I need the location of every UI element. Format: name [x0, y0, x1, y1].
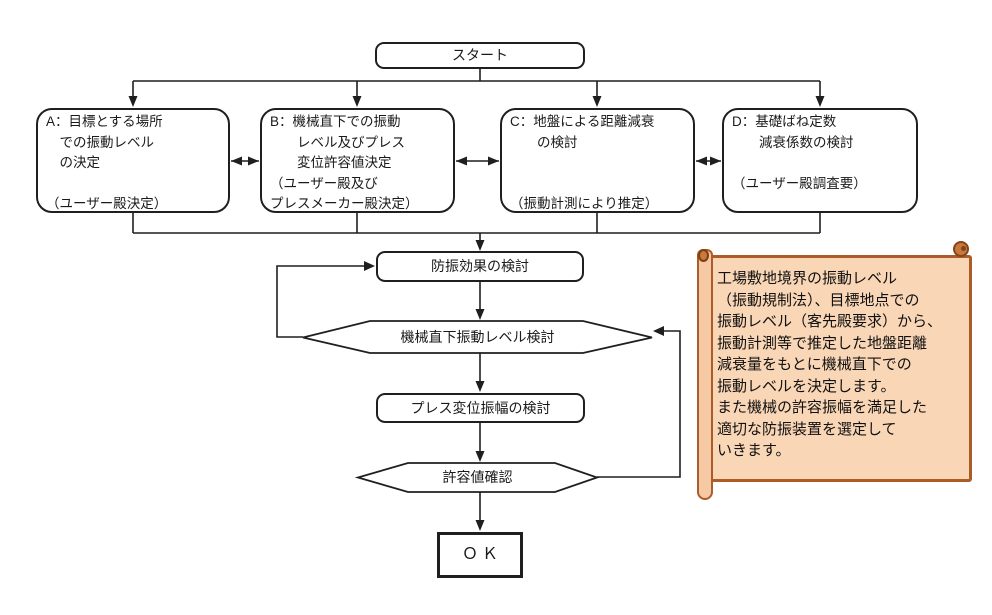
step-damping-effect: 防振効果の検討 [376, 251, 584, 282]
box-d-foundation-spring-damping: D：基礎ばね定数 減衰係数の検討 （ユーザー殿調査要） [722, 108, 918, 213]
note-scroll-left-roll [697, 249, 713, 500]
decision-machine-level-check-label: 機械直下振動レベル検討 [400, 329, 555, 345]
hexagon-tolerance-check [354, 462, 600, 493]
arrowheads [128, 96, 825, 531]
note-scroll-body [710, 255, 972, 482]
box-c-ground-distance-attenuation: C：地盤による距離減衰 の検討 （振動計測により推定） [500, 108, 695, 213]
start-node: スタート [375, 42, 585, 69]
ok-terminal-node: ＯＫ [437, 532, 523, 578]
step-press-displacement: プレス変位振幅の検討 [376, 393, 585, 423]
note-scroll-top-curl [698, 249, 709, 262]
box-a-target-vibration-level: A：目標とする場所 での振動レベル の決定 （ユーザー殿決定） [36, 108, 230, 213]
note-scroll-knob-hole [961, 246, 966, 251]
hexagon-machine-level-check [302, 320, 653, 354]
box-b-machine-vibration-tolerance: B：機械直下での振動 レベル及びプレス 変位許容値決定 （ユーザー殿及び プレス… [260, 108, 455, 213]
note-explanation-text: 工場敷地境界の振動レベル （振動規制法）、目標地点での 振動レベル（客先殿要求）… [717, 270, 943, 459]
decision-hexagons [302, 320, 653, 493]
connector-lines [132, 69, 821, 523]
decision-tolerance-check-label: 許容値確認 [442, 469, 513, 485]
